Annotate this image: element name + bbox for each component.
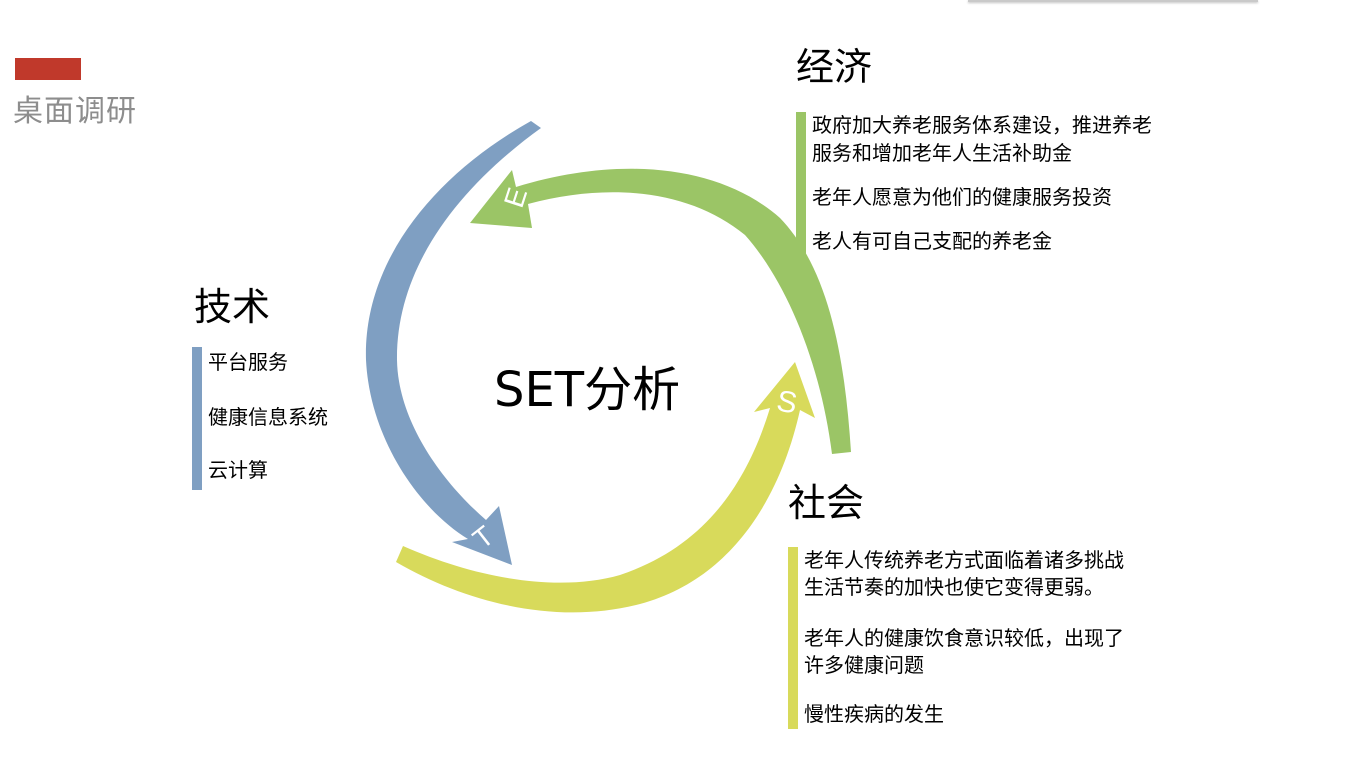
- center-label: SET分析: [494, 362, 681, 418]
- economy-item: 老人有可自己支配的养老金: [812, 229, 1052, 253]
- economy-bullet-bar: [796, 112, 806, 256]
- society-item: 老年人的健康饮食意识较低，出现了: [804, 626, 1124, 650]
- society-item: 生活节奏的加快也使它变得更弱。: [804, 575, 1104, 599]
- economy-bullet-group: 政府加大养老服务体系建设，推进养老 服务和增加老年人生活补助金 老年人愿意为他们…: [796, 112, 1226, 256]
- society-item: 老年人传统养老方式面临着诸多挑战: [804, 548, 1124, 572]
- society-item: 慢性疾病的发生: [804, 702, 944, 726]
- page-title: 桌面调研: [13, 94, 137, 129]
- society-heading: 社会: [788, 481, 865, 525]
- economy-arrow: [470, 168, 851, 454]
- society-bullet-group: 老年人传统养老方式面临着诸多挑战 生活节奏的加快也使它变得更弱。 老年人的健康饮…: [788, 547, 1198, 729]
- economy-heading: 经济: [796, 45, 873, 89]
- technology-heading: 技术: [194, 285, 271, 329]
- economy-item: 老年人愿意为他们的健康服务投资: [812, 185, 1112, 209]
- top-edge-bar: [968, 0, 1258, 2]
- technology-bullet-bar: [192, 347, 202, 490]
- technology-item: 云计算: [208, 458, 268, 482]
- technology-bullet-group: 平台服务 健康信息系统 云计算: [192, 347, 372, 490]
- society-bullet-bar: [788, 547, 798, 729]
- economy-item: 政府加大养老服务体系建设，推进养老: [812, 113, 1152, 137]
- society-item: 许多健康问题: [804, 653, 924, 677]
- technology-arrow: [365, 121, 541, 565]
- technology-item: 平台服务: [208, 350, 288, 374]
- technology-item: 健康信息系统: [208, 405, 328, 429]
- society-arrow: [396, 362, 815, 613]
- economy-item: 服务和增加老年人生活补助金: [812, 141, 1072, 165]
- title-accent-block: [15, 58, 81, 80]
